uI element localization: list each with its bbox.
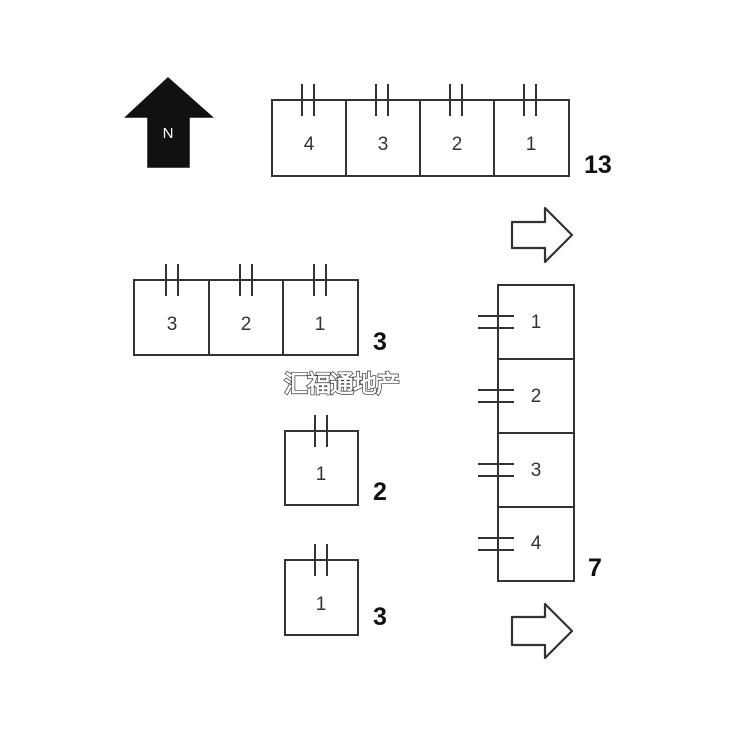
north-arrow-icon: N — [124, 76, 214, 168]
door-marks — [478, 310, 514, 556]
cell-number: 4 — [304, 134, 315, 155]
cell-number: 1 — [531, 312, 542, 333]
cell-number: 1 — [316, 594, 327, 615]
cell-number: 1 — [316, 464, 327, 485]
door-marks — [309, 544, 333, 576]
watermark-text: 汇福通地产 — [284, 370, 399, 398]
single-lower-group: 1 3 — [284, 544, 387, 636]
group-count: 3 — [373, 328, 387, 356]
cell-number: 3 — [167, 314, 178, 335]
group-count: 2 — [373, 478, 387, 506]
cell-number: 1 — [526, 134, 537, 155]
cell-number: 4 — [531, 533, 542, 554]
cell-number: 3 — [531, 460, 542, 481]
cell-number: 3 — [378, 134, 389, 155]
north-label: N — [163, 125, 174, 142]
group-count: 13 — [584, 151, 612, 179]
group-count: 3 — [373, 603, 387, 631]
cell-number: 2 — [241, 314, 252, 335]
group-count: 7 — [588, 554, 602, 582]
single-upper-group: 1 2 — [284, 415, 387, 506]
door-marks — [160, 264, 332, 296]
door-marks — [309, 415, 333, 447]
right-column-group: 1 2 3 4 7 — [478, 284, 602, 582]
left-row-group: 3 2 1 3 — [133, 264, 387, 356]
cell-number: 2 — [531, 386, 542, 407]
top-row-group: 4 3 2 1 13 — [271, 84, 612, 179]
cell-number: 2 — [452, 134, 463, 155]
cell-number: 1 — [315, 314, 326, 335]
door-marks — [296, 84, 542, 116]
right-arrow-icon — [510, 602, 574, 660]
right-arrow-icon — [510, 206, 574, 264]
